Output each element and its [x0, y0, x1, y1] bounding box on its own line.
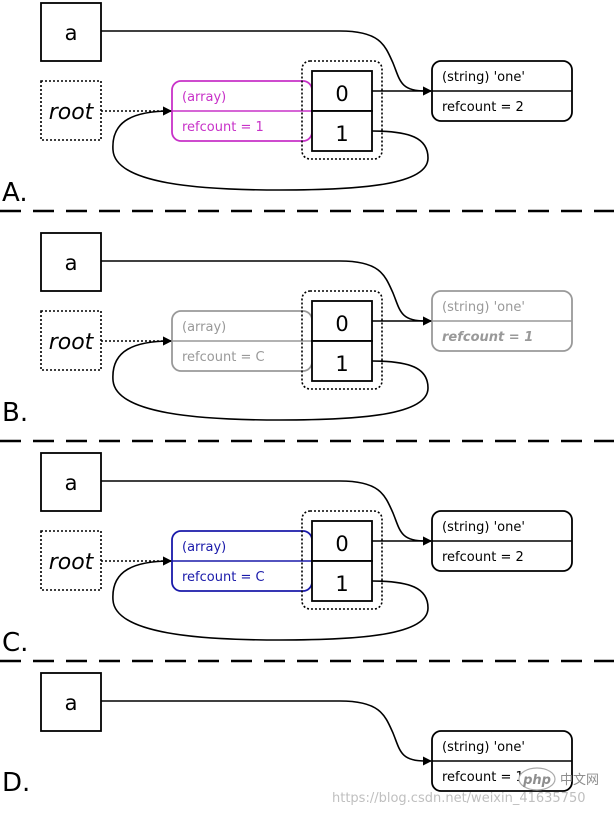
string-type-label: (string) 'one' — [442, 300, 525, 315]
slot-0-label: 0 — [335, 532, 348, 556]
watermark: php 中文网 https://blog.csdn.net/weixin_416… — [332, 767, 599, 806]
array-type-label: (array) — [182, 320, 226, 335]
php-logo-text: php — [522, 773, 551, 788]
panel-letter: D. — [2, 768, 30, 798]
root-box — [40, 310, 102, 371]
php-logo-icon — [518, 767, 556, 791]
string-refcount-label: refcount = 1 — [442, 330, 533, 345]
array-slot-0 — [311, 70, 373, 112]
a-to-string-arrow — [101, 480, 432, 546]
slot1-loop-arrow — [112, 336, 429, 421]
string-refcount-label: refcount = 1 — [442, 770, 524, 785]
string-type-label: (string) 'one' — [442, 70, 525, 85]
panel-a: a root (array) refcount = 1 0 1 (string)… — [2, 2, 573, 208]
panel-c: a root (array) refcount = C 0 1 (string)… — [2, 452, 573, 658]
panel-letter: A. — [2, 178, 28, 208]
var-a-box — [40, 2, 102, 62]
array-storage-outline — [301, 60, 383, 160]
var-a-box — [40, 672, 102, 732]
array-slot-1 — [311, 340, 373, 382]
root-label: root — [49, 330, 95, 355]
root-label: root — [49, 550, 95, 575]
var-a-label: a — [65, 691, 78, 715]
root-box — [40, 530, 102, 591]
a-to-string-arrow — [101, 700, 432, 766]
slot-0-label: 0 — [335, 82, 348, 106]
watermark-url: https://blog.csdn.net/weixin_41635750 — [332, 791, 586, 806]
watermark-site: 中文网 — [560, 773, 599, 788]
array-type-label: (array) — [182, 540, 226, 555]
var-a-label: a — [65, 21, 78, 45]
var-a-box — [40, 452, 102, 512]
root-label: root — [49, 100, 95, 125]
slot-0-label: 0 — [335, 312, 348, 336]
array-refcount-label: refcount = 1 — [182, 120, 264, 135]
panel-letter: C. — [2, 628, 28, 658]
slot-1-label: 1 — [335, 122, 348, 146]
array-storage-outline — [301, 510, 383, 610]
array-storage-outline — [301, 290, 383, 390]
var-a-label: a — [65, 251, 78, 275]
array-type-label: (array) — [182, 90, 226, 105]
slot-1-label: 1 — [335, 352, 348, 376]
var-a-label: a — [65, 471, 78, 495]
panel-d: a (string) 'one' refcount = 1 D. — [2, 672, 573, 798]
string-refcount-label: refcount = 2 — [442, 550, 524, 565]
a-to-string-arrow — [101, 260, 432, 326]
array-slot-1 — [311, 560, 373, 602]
string-refcount-label: refcount = 2 — [442, 100, 524, 115]
array-refcount-label: refcount = C — [182, 570, 265, 585]
slot1-loop-arrow — [112, 556, 429, 641]
slot-1-label: 1 — [335, 572, 348, 596]
array-refcount-label: refcount = C — [182, 350, 265, 365]
string-type-label: (string) 'one' — [442, 520, 525, 535]
slot1-loop-arrow — [112, 106, 429, 191]
panel-b: a root (array) refcount = C 0 1 (string)… — [2, 232, 573, 428]
panel-letter: B. — [2, 398, 28, 428]
root-box — [40, 80, 102, 141]
a-to-string-arrow — [101, 30, 432, 96]
string-type-label: (string) 'one' — [442, 740, 525, 755]
var-a-box — [40, 232, 102, 292]
